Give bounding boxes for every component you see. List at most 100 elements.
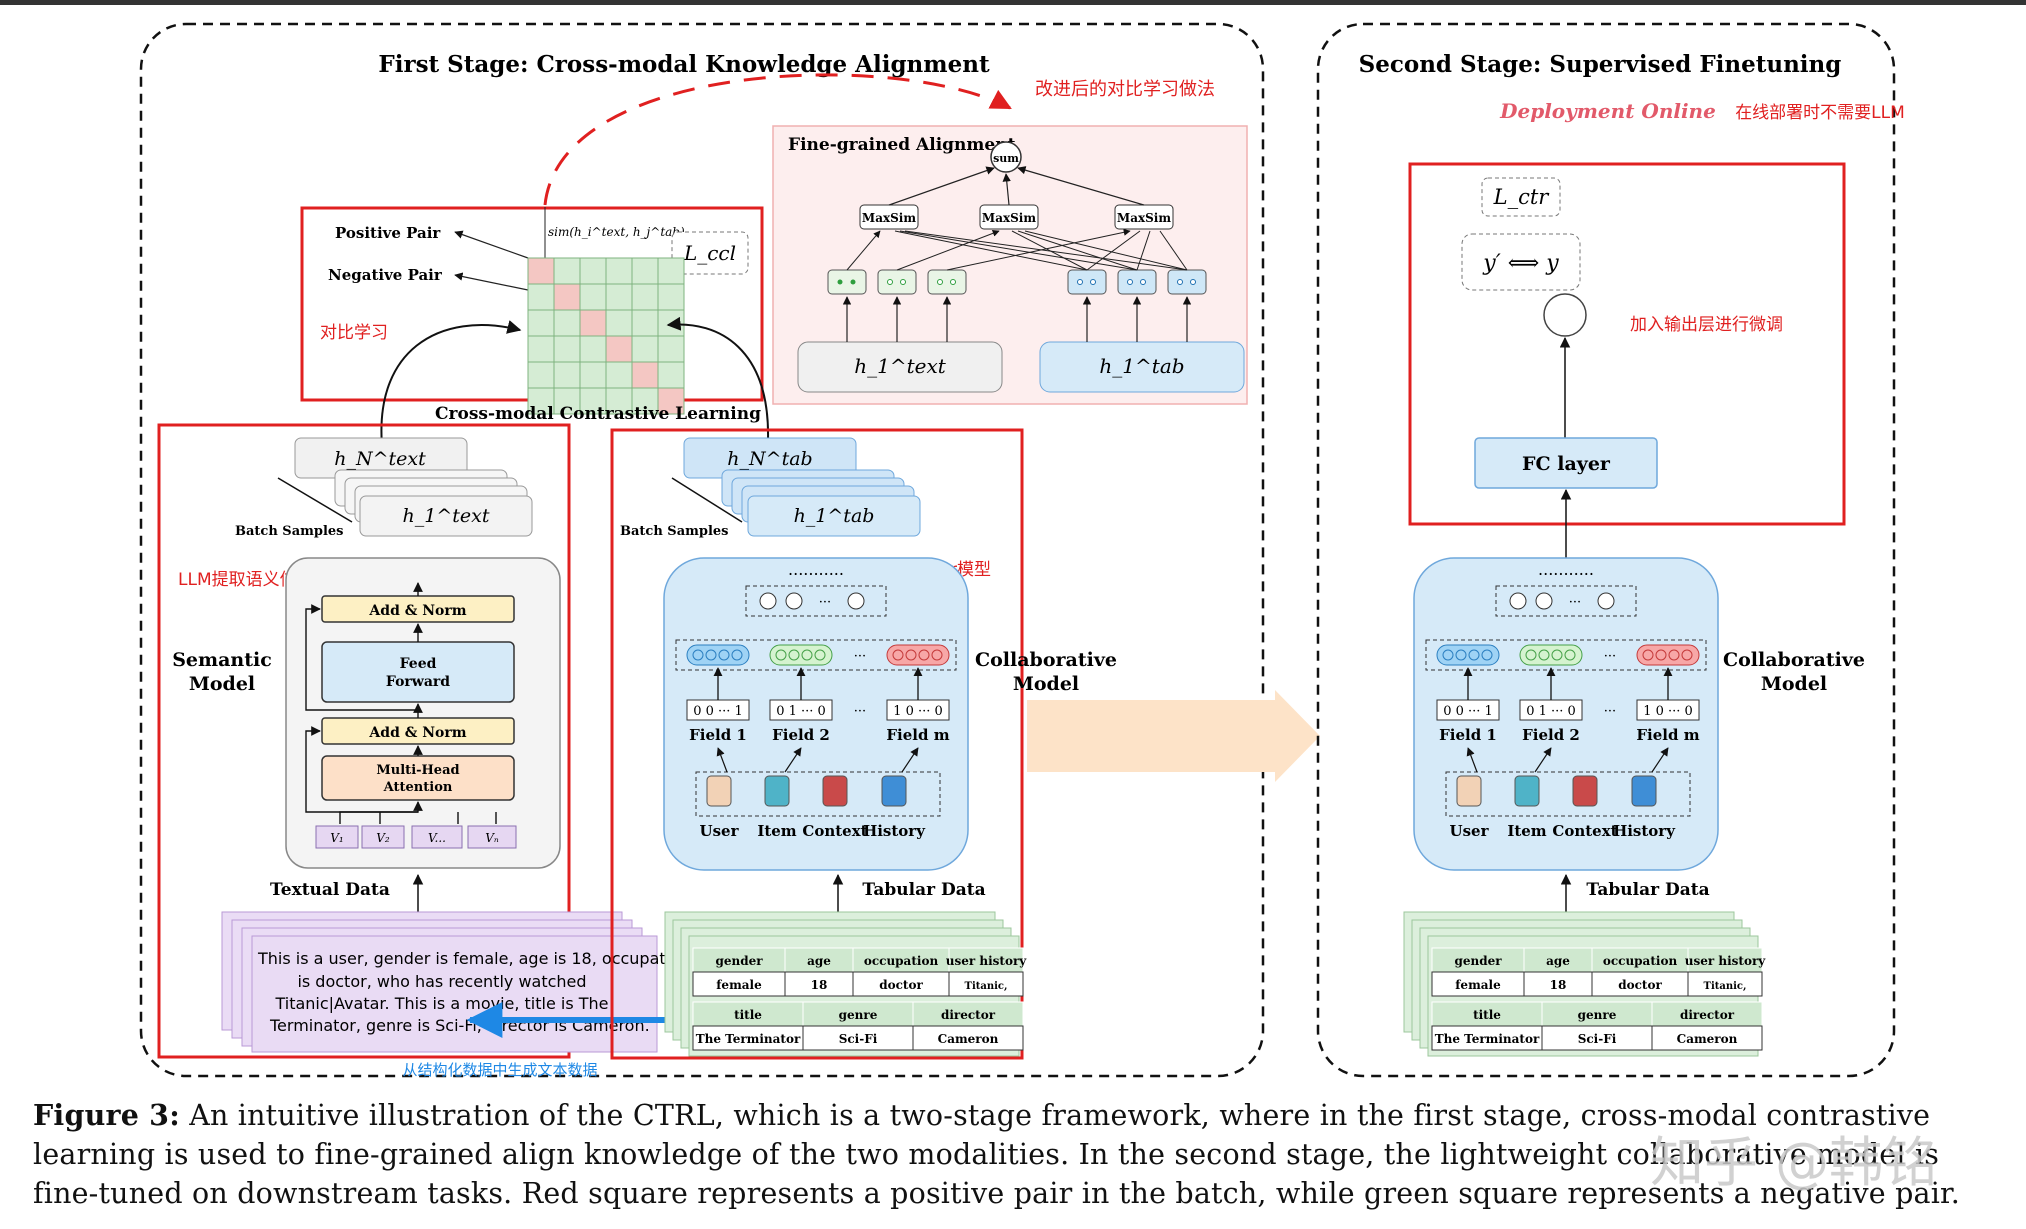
input-label-4: History (1613, 822, 1676, 840)
table-header-cell (1591, 947, 1689, 973)
embedding-unit (905, 649, 917, 661)
embedding-unit (692, 649, 704, 661)
negative-pair-cell (553, 335, 581, 363)
embedding-unit (1442, 649, 1454, 661)
table-header-cell (692, 1001, 804, 1027)
input-arrow (1651, 747, 1669, 773)
table-header-cell (912, 1001, 1024, 1027)
field-ellipsis: ··· (854, 704, 866, 719)
semantic-label-2: Model (189, 673, 255, 695)
embedding-unit (1642, 649, 1654, 661)
textual-data-cards (221, 911, 658, 1053)
embedding-unit (731, 649, 743, 661)
loss-ctr: L_ctr (1493, 185, 1551, 209)
deploy-online: Deployment Online (1499, 99, 1716, 123)
history-icon (1631, 775, 1657, 807)
semantic-to-matrix-arrow (380, 320, 522, 456)
token-2: V₂ (376, 831, 390, 845)
negative-pair-cell (657, 283, 685, 311)
token-n: Vₙ (485, 831, 499, 845)
negative-pair-cell (657, 335, 685, 363)
finetune-red-box (1408, 162, 1846, 526)
contrastive-note: 对比学习 (320, 323, 388, 343)
text-sample-2: is doctor, who has recently watched (297, 972, 586, 991)
input-label-2: Item (757, 822, 796, 840)
output-node (1543, 293, 1587, 337)
table-value-3: doctor (879, 978, 923, 992)
negative-pair-pointer (454, 272, 529, 291)
table-value-4: Titanic, (1704, 981, 1747, 992)
table2-header-3: director (941, 1008, 996, 1022)
table-header-cell (948, 947, 1024, 973)
field-label-2: Field 2 (772, 726, 830, 744)
embedding-unit (918, 649, 930, 661)
negative-pair-cell (579, 283, 607, 311)
mha-2: Attention (383, 780, 453, 795)
embedding-unit (1681, 649, 1693, 661)
table-value-cell (1523, 971, 1593, 997)
context-icon (822, 775, 848, 807)
semantic-batch-stack (294, 437, 533, 537)
feed-forward-2: Forward (386, 674, 450, 690)
negative-pair-cell (631, 257, 659, 285)
negative-pair-label: Negative Pair (328, 266, 443, 284)
interaction-dots: ··· (1569, 595, 1581, 610)
table-value-cell (948, 971, 1024, 997)
table-header-2: age (807, 954, 831, 968)
add-norm-bottom-label: Add & Norm (368, 725, 466, 741)
pred-label: y′ ⟺ y (1482, 251, 1559, 276)
table-header-cell (1431, 947, 1525, 973)
input-label-3: Context (1552, 822, 1617, 840)
table-value-cell (1651, 1025, 1763, 1051)
table-header-3: occupation (1603, 954, 1678, 968)
table-header-1: gender (715, 954, 763, 968)
top-border (0, 0, 2026, 5)
input-arrow (716, 747, 728, 773)
semantic-batch-brace (277, 477, 353, 523)
negative-pair-cell (527, 283, 555, 311)
caption-label: Figure 3: (33, 1098, 180, 1132)
positive-pair-label: Positive Pair (335, 224, 441, 242)
input-label-2: Item (1507, 822, 1546, 840)
table-value-1: female (1455, 978, 1501, 992)
table2-header-2: genre (839, 1008, 878, 1022)
field-code-2: 0 1 ··· 0 (776, 704, 826, 719)
embedding-1 (686, 644, 750, 666)
table2-value-3: Cameron (938, 1032, 999, 1046)
table-value-2: 18 (1550, 978, 1567, 992)
input-arrow (784, 747, 802, 773)
loss-ctr-box (1481, 177, 1561, 217)
collab-dots: ........... (788, 560, 844, 579)
stage2-title: Second Stage: Supervised Finetuning (1359, 51, 1842, 78)
embedding-unit (1655, 649, 1667, 661)
embedding-ellipsis: ··· (1604, 649, 1616, 664)
field-label-1: Field 1 (1439, 726, 1497, 744)
history-icon (881, 775, 907, 807)
field-code-1: 0 0 ··· 1 (693, 704, 743, 719)
context-icon (1572, 775, 1598, 807)
maxsim-1: MaxSim (862, 211, 916, 225)
negative-pair-cell (631, 283, 659, 311)
maxsim-2: MaxSim (982, 211, 1036, 225)
embedding-ellipsis: ··· (854, 649, 866, 664)
interaction-layer (1495, 585, 1637, 617)
positive-pair-pointer (454, 230, 529, 259)
table-header-cell (784, 947, 854, 973)
token-1: V₁ (330, 831, 343, 845)
negative-pair-cell (605, 387, 633, 415)
similarity-matrix (527, 257, 685, 415)
pred-box (1461, 233, 1581, 291)
interaction-node (847, 592, 865, 610)
input-label-1: User (1450, 822, 1490, 840)
input-features (1445, 771, 1691, 817)
negative-pair-cell (605, 257, 633, 285)
input-features (695, 771, 941, 817)
add-norm-top-label: Add & Norm (368, 603, 466, 619)
table-header-2: age (1546, 954, 1570, 968)
table-value-3: doctor (1618, 978, 1662, 992)
collab-h1: h_1^tab (794, 505, 875, 527)
table2-header-2: genre (1578, 1008, 1617, 1022)
collab-hN: h_N^tab (727, 448, 812, 470)
